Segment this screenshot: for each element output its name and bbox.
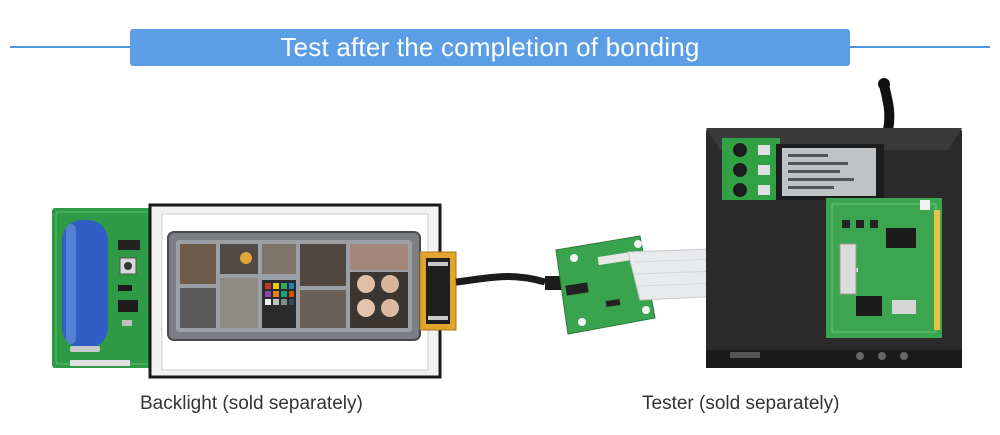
caption-backlight: Backlight (sold separately) bbox=[140, 393, 363, 414]
lcd-panel bbox=[167, 231, 421, 341]
header-rule-left bbox=[10, 46, 130, 48]
flex-cable bbox=[455, 273, 546, 286]
banner-title: Test after the completion of bonding bbox=[130, 29, 850, 66]
caption-tester: Tester (sold separately) bbox=[642, 393, 840, 414]
fpc-connector bbox=[419, 251, 457, 331]
tester-cable bbox=[879, 79, 895, 135]
tester-device bbox=[706, 78, 962, 368]
battery-icon bbox=[62, 220, 108, 352]
header-rule-right bbox=[850, 46, 990, 48]
